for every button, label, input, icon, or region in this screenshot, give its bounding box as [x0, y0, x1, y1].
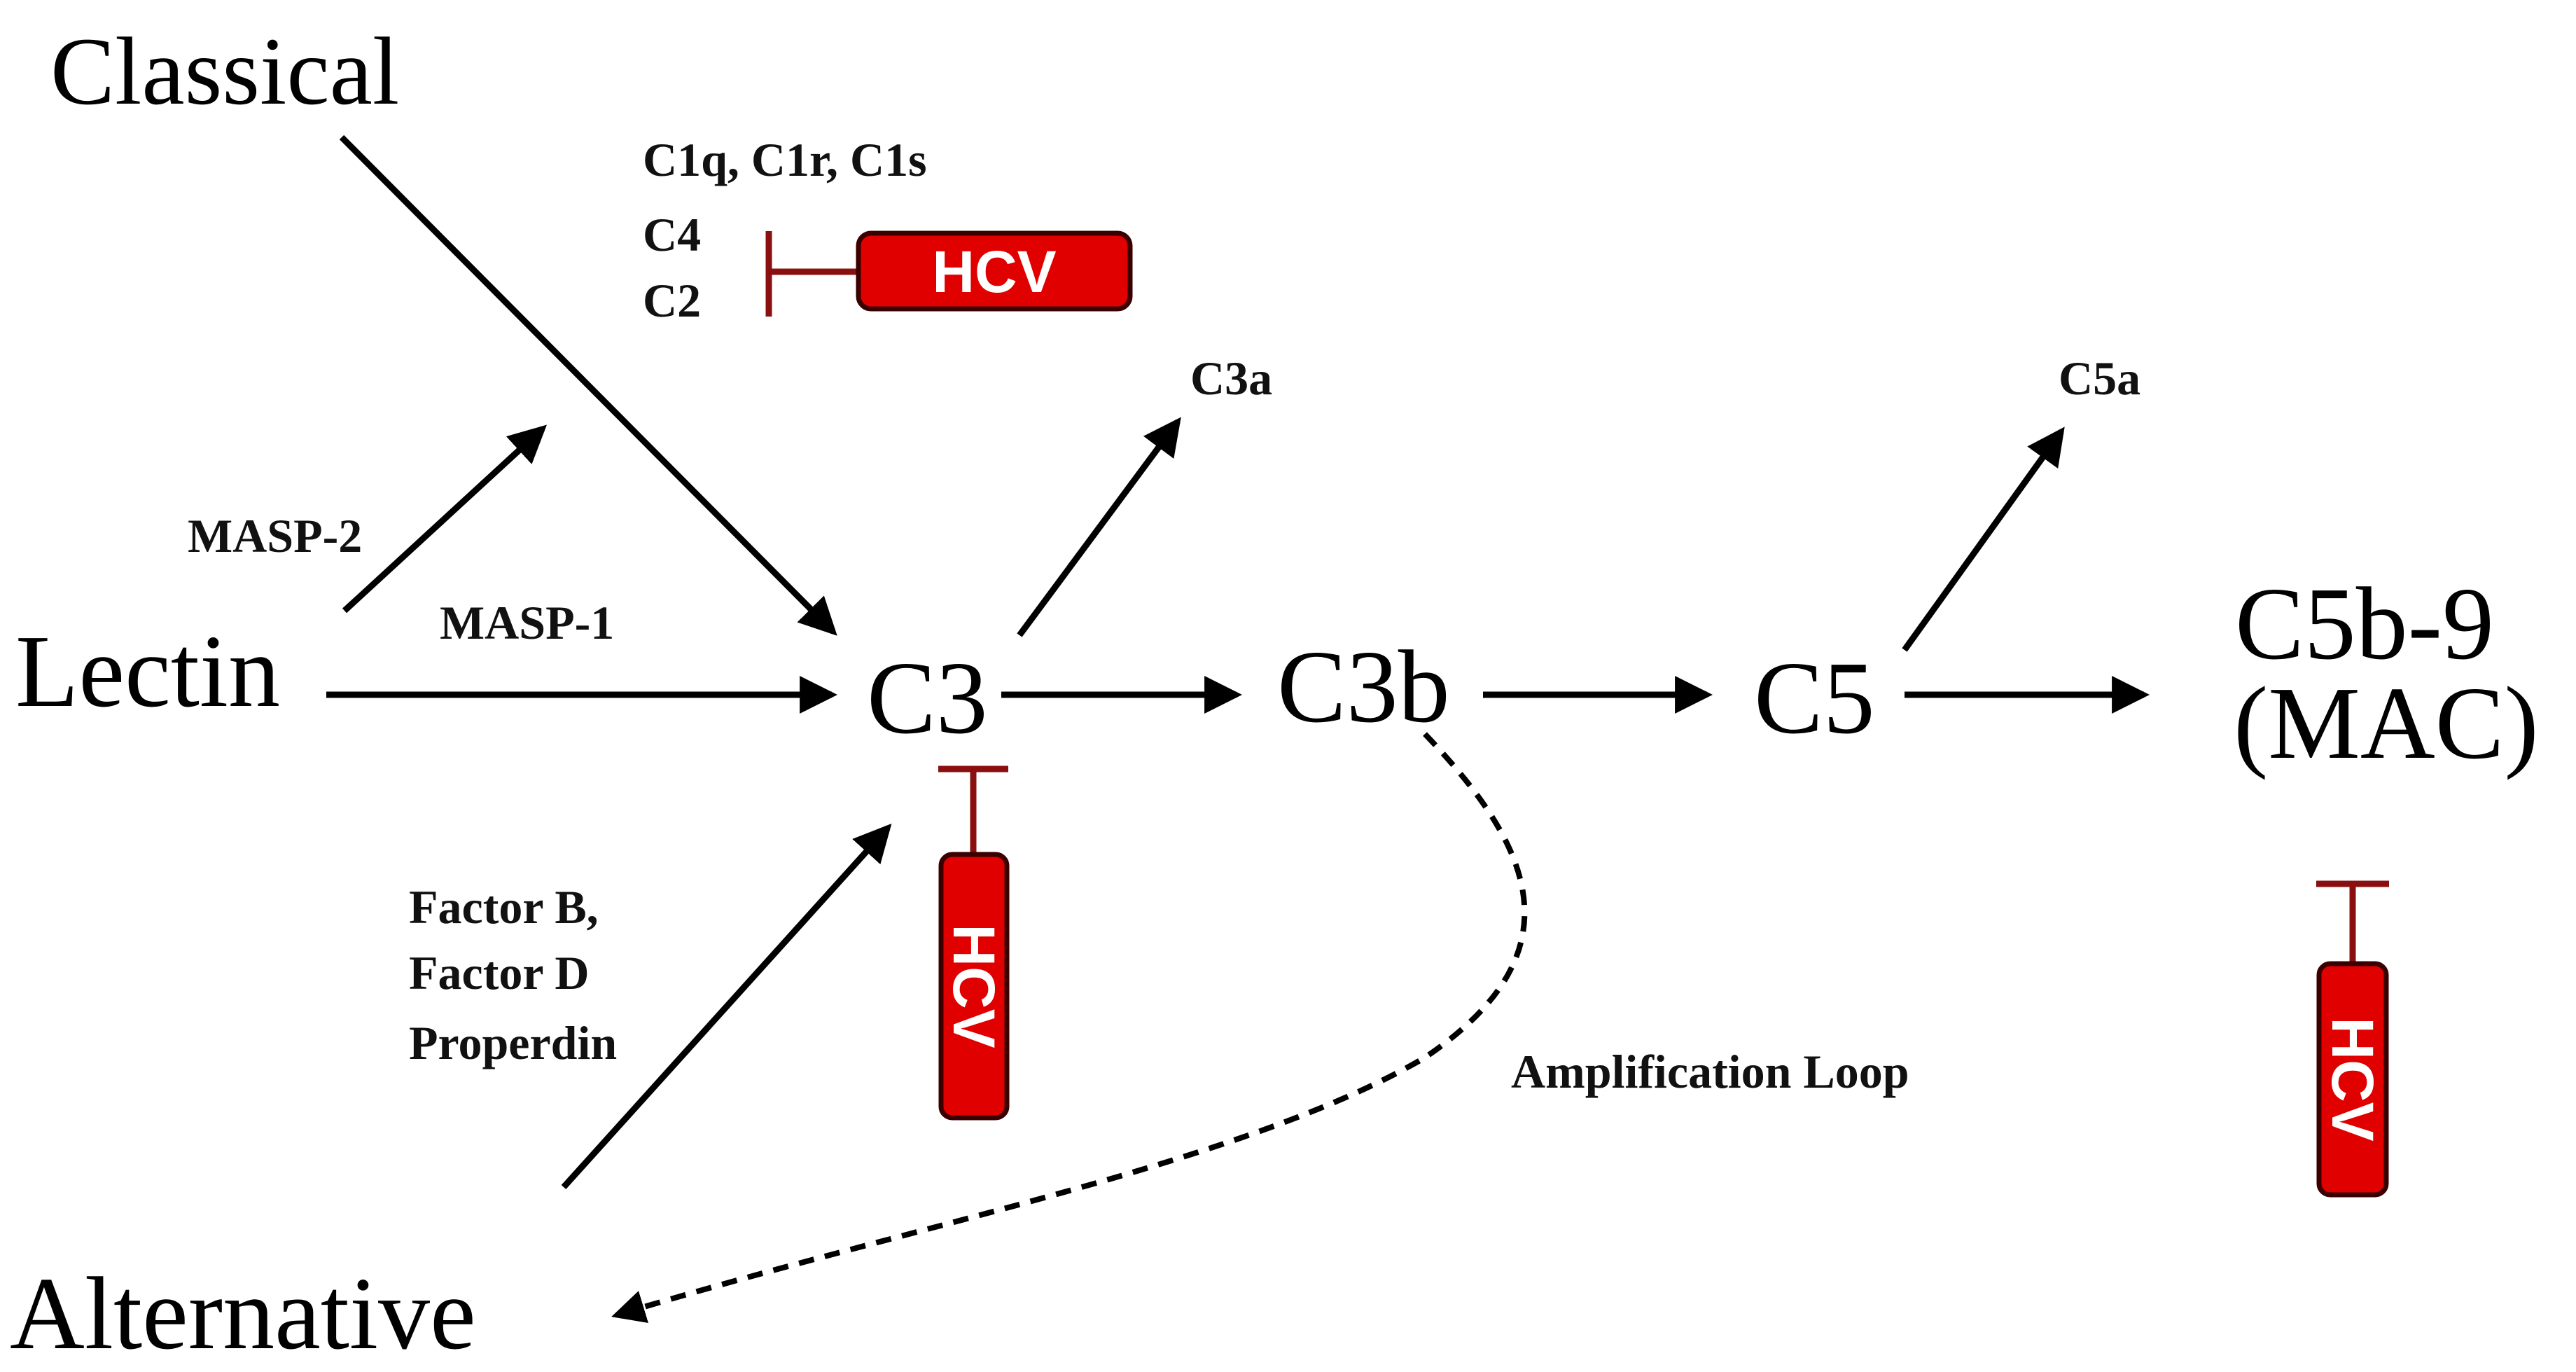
masp2-arrow: [342, 424, 547, 614]
hcv-box: [856, 230, 1133, 312]
alt-factor-d-label: Factor D: [409, 946, 589, 999]
hcv-label: HCV: [941, 924, 1007, 1048]
hcv-inhibitor-c3: HCV: [938, 765, 1010, 1121]
alt-factor-b-label: Factor B,: [409, 880, 599, 934]
masp2-label: MASP-2: [188, 509, 362, 562]
c5a-node: C5a: [2059, 352, 2140, 405]
classical-c4-label: C4: [643, 208, 701, 261]
c5b9-node: C5b-9: [2235, 567, 2494, 681]
c3-node: C3: [867, 641, 988, 756]
amplification-loop-label: Amplification Loop: [1511, 1045, 1909, 1098]
c5-to-c5a-arrow: [1902, 427, 2065, 652]
classical-node: Classical: [50, 18, 399, 125]
c5-node: C5: [1754, 641, 1875, 756]
hcv-label: HCV: [932, 239, 1056, 305]
amplification-loop-arrow: [611, 732, 1528, 1324]
classical-c2-label: C2: [643, 274, 701, 327]
hcv-inhibitor-mac: HCV: [2316, 880, 2389, 1198]
mac-node: (MAC): [2234, 666, 2539, 781]
hcv-box: [2316, 961, 2389, 1198]
hcv-box: [938, 852, 1010, 1121]
hcv-inhibitor-classical: HCV: [765, 230, 1133, 317]
classical-to-c3-arrow: [339, 134, 837, 636]
alternative-node: Alternative: [10, 1256, 476, 1371]
lectin-node: Lectin: [15, 614, 280, 729]
c3a-node: C3a: [1190, 352, 1272, 405]
c3b-node: C3b: [1277, 630, 1450, 744]
classical-components-label: C1q, C1r, C1s: [643, 133, 927, 186]
alternative-to-c3-arrow: [561, 823, 892, 1190]
hcv-label: HCV: [2320, 1017, 2386, 1141]
masp1-label: MASP-1: [440, 596, 614, 649]
alt-properdin-label: Properdin: [409, 1016, 617, 1069]
c3-to-c3a-arrow: [1017, 417, 1181, 637]
